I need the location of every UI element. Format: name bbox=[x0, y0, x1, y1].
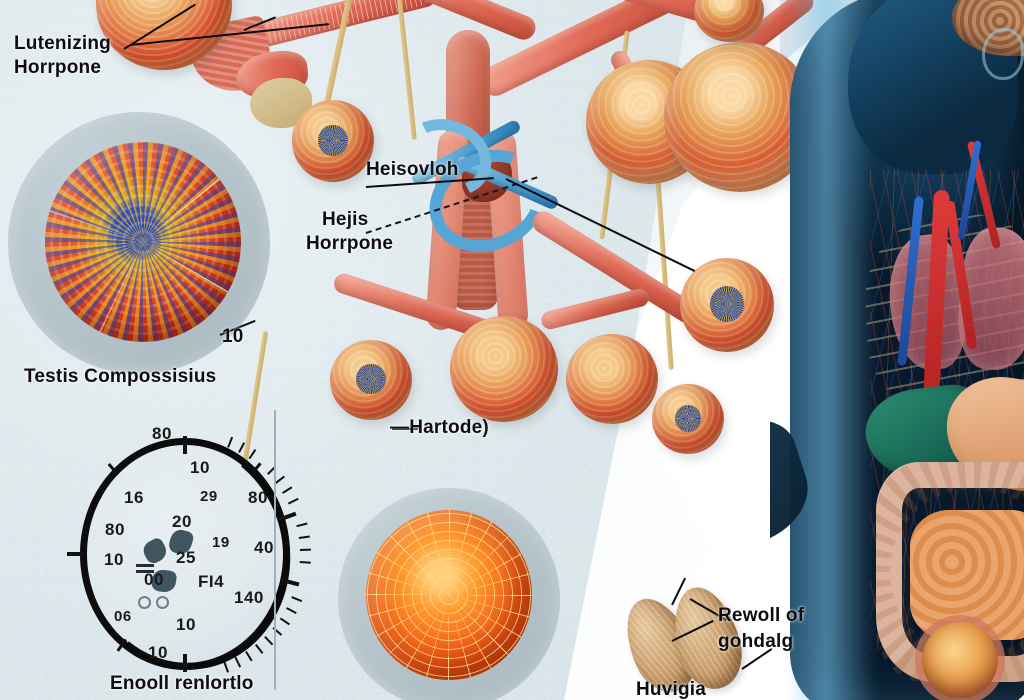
gauge-number: 10 bbox=[190, 458, 210, 477]
gauge-number: 06 bbox=[114, 608, 132, 625]
label-testis-composition: Testis Compossisius bbox=[24, 366, 217, 387]
sphere-lower-left bbox=[330, 340, 412, 420]
sphere-mid-right bbox=[680, 258, 774, 352]
sphere-nucleus bbox=[710, 286, 744, 322]
gauge-number: 25 bbox=[176, 548, 196, 567]
gauge-vertical-guideline bbox=[274, 410, 276, 690]
sphere-nucleus bbox=[675, 405, 701, 432]
label-enroll-sample: Enooll renlortlo bbox=[110, 673, 254, 694]
label-rewoll-line2: gohdalg bbox=[718, 631, 794, 652]
small-intestine bbox=[910, 510, 1024, 640]
label-luteinizing-hormone-line1: Lutenizing bbox=[14, 33, 111, 54]
gauge-number: 20 bbox=[172, 512, 192, 531]
gauge-number: 10 bbox=[104, 550, 124, 569]
sphere-small-lower bbox=[652, 384, 724, 454]
label-rewoll-line1: Rewoll of bbox=[718, 605, 805, 626]
sphere-small-upper-left bbox=[292, 100, 374, 182]
gauge-mark-line-1 bbox=[136, 564, 154, 567]
label-hejis-hormone-line2: Horrpone bbox=[306, 233, 394, 254]
inset-seminiferous-section bbox=[338, 488, 560, 700]
label-luteinizing-hormone-line2: Horrpone bbox=[14, 57, 102, 78]
gauge-number: 00 bbox=[144, 570, 164, 589]
gauge-number-outer: 140 bbox=[234, 588, 264, 607]
gauge-dot-2 bbox=[156, 596, 169, 609]
sphere-nucleus bbox=[318, 124, 348, 156]
gauge-number: 19 bbox=[212, 534, 230, 551]
label-huvigia: Huvigia bbox=[636, 679, 707, 700]
gauge-number: 10 bbox=[176, 615, 196, 634]
label-inset-callout-ten: 10 bbox=[222, 326, 244, 347]
gauge-number-outer: 80 bbox=[248, 488, 268, 507]
ear bbox=[982, 28, 1024, 80]
gauge-mark-line-2 bbox=[136, 570, 154, 573]
gauge-number: 29 bbox=[200, 488, 218, 505]
label-heisovloh: Heisovloh bbox=[366, 159, 459, 180]
gauge-number: 80 bbox=[152, 424, 172, 443]
gauge-number: 80 bbox=[105, 520, 125, 539]
sphere-mid-center bbox=[450, 316, 558, 422]
gauge-number: 16 bbox=[124, 488, 144, 507]
sphere-mid-center-b bbox=[566, 334, 658, 424]
analog-gauge[interactable]: 80 10 16 80 10 20 29 25 19 FI4 00 06 10 … bbox=[64, 410, 311, 690]
seminiferous-web-pattern bbox=[366, 510, 532, 680]
gauge-number: 10 bbox=[148, 643, 168, 662]
gauge-dot-1 bbox=[138, 596, 151, 609]
testis-septa bbox=[45, 142, 241, 342]
sphere-nucleus bbox=[356, 364, 386, 395]
human-body-figure bbox=[770, 0, 1024, 700]
gauge-tick-marks bbox=[67, 436, 311, 673]
gauge-number: FI4 bbox=[198, 572, 225, 591]
gonad-organ bbox=[922, 622, 998, 698]
label-hejis-hormone-line1: Hejis bbox=[322, 209, 369, 230]
gauge-number-outer: 40 bbox=[254, 538, 274, 557]
label-hartode: —Hartode) bbox=[390, 417, 489, 438]
leader-line-hartode bbox=[392, 428, 418, 430]
